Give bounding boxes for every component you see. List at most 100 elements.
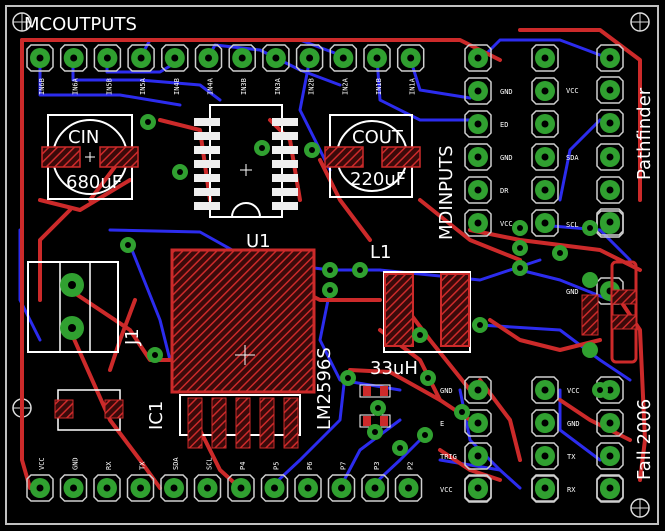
pad[interactable] bbox=[160, 474, 188, 502]
pin-label: VCC bbox=[440, 486, 453, 494]
pin-label: SCL bbox=[566, 221, 579, 229]
pad[interactable] bbox=[596, 474, 624, 502]
pad[interactable] bbox=[329, 44, 358, 72]
pad[interactable] bbox=[464, 143, 492, 171]
mounting-hole-icon bbox=[630, 498, 650, 518]
inductor-l1[interactable]: L1 33uH bbox=[370, 242, 471, 379]
pad[interactable] bbox=[596, 208, 624, 236]
capacitor-cout[interactable]: COUT 220uF bbox=[324, 114, 421, 198]
pad[interactable] bbox=[531, 376, 559, 404]
mounting-hole-icon bbox=[12, 12, 32, 32]
via bbox=[592, 382, 608, 398]
pad[interactable] bbox=[161, 44, 189, 72]
pad[interactable] bbox=[531, 44, 559, 72]
pad[interactable] bbox=[531, 143, 559, 171]
pad[interactable] bbox=[93, 474, 121, 502]
smd-pad bbox=[194, 202, 220, 210]
pad[interactable] bbox=[59, 474, 88, 502]
pad[interactable] bbox=[26, 44, 54, 72]
pad[interactable] bbox=[596, 176, 624, 204]
pad[interactable] bbox=[193, 474, 222, 502]
pad[interactable] bbox=[394, 474, 423, 502]
via bbox=[417, 427, 433, 443]
pad[interactable] bbox=[464, 77, 492, 105]
pad[interactable] bbox=[464, 209, 492, 237]
pad[interactable] bbox=[363, 44, 391, 72]
pathfinder-label: Pathfinder bbox=[634, 87, 655, 180]
pad[interactable] bbox=[59, 44, 88, 72]
pad[interactable] bbox=[531, 176, 559, 204]
pad[interactable] bbox=[464, 376, 492, 404]
pad[interactable] bbox=[26, 474, 54, 502]
pin-label: RX bbox=[105, 461, 113, 470]
pin-label: IN3B bbox=[240, 78, 248, 95]
pad[interactable] bbox=[194, 44, 223, 72]
pad[interactable] bbox=[464, 110, 492, 138]
mcoutputs-label: MCOUTPUTS bbox=[24, 14, 137, 35]
diode-d1[interactable] bbox=[54, 389, 124, 431]
pad[interactable] bbox=[531, 442, 559, 470]
pin-label: IN6B bbox=[38, 78, 46, 95]
smd-pad bbox=[272, 146, 298, 154]
pad[interactable] bbox=[531, 209, 559, 237]
pad[interactable] bbox=[464, 409, 492, 437]
pad[interactable] bbox=[464, 442, 492, 470]
via bbox=[512, 240, 528, 256]
pad[interactable] bbox=[596, 109, 624, 137]
cin-value-label: 680uF bbox=[66, 172, 122, 193]
pad[interactable] bbox=[596, 409, 624, 437]
pad[interactable] bbox=[596, 44, 624, 72]
pad[interactable] bbox=[126, 474, 155, 502]
pin-label: E bbox=[440, 420, 444, 428]
smd-pad bbox=[272, 174, 298, 182]
pin-label: P3 bbox=[373, 462, 381, 470]
pad[interactable] bbox=[227, 474, 255, 502]
cin-label: CIN bbox=[68, 127, 99, 148]
connector-j1[interactable]: J1 bbox=[27, 261, 143, 353]
pad[interactable] bbox=[596, 143, 624, 171]
u1-label: U1 bbox=[246, 231, 271, 252]
l1-label: L1 bbox=[370, 242, 391, 263]
pad[interactable] bbox=[531, 77, 559, 105]
pad[interactable] bbox=[531, 474, 559, 502]
pad[interactable] bbox=[295, 44, 324, 72]
pad[interactable] bbox=[396, 44, 425, 72]
pin-label: GND bbox=[567, 420, 580, 428]
pad[interactable] bbox=[464, 44, 492, 72]
smd-pad bbox=[194, 174, 220, 182]
pad[interactable] bbox=[596, 442, 624, 470]
pad[interactable] bbox=[294, 474, 322, 502]
pin-label: ED bbox=[500, 121, 508, 129]
pad[interactable] bbox=[361, 474, 389, 502]
pad[interactable] bbox=[531, 409, 559, 437]
smd-pad bbox=[194, 160, 220, 168]
via bbox=[370, 400, 386, 416]
cout-value-label: 220uF bbox=[350, 169, 406, 190]
chip-ic1[interactable]: IC1 LM2596S bbox=[146, 248, 335, 449]
pin-label: P4 bbox=[239, 462, 247, 470]
capacitor-cin[interactable]: CIN 680uF bbox=[41, 114, 139, 200]
pad[interactable] bbox=[262, 44, 290, 72]
mdinputs-label: MDINPUTS bbox=[436, 145, 457, 240]
pad[interactable] bbox=[596, 76, 624, 104]
pin-label: P6 bbox=[306, 462, 314, 470]
led-cluster[interactable] bbox=[581, 260, 638, 364]
via bbox=[340, 370, 356, 386]
ic1-part-label: LM2596S bbox=[314, 347, 335, 430]
smd-pad bbox=[194, 146, 220, 154]
pad[interactable] bbox=[228, 44, 256, 72]
pad[interactable] bbox=[327, 474, 356, 502]
pad[interactable] bbox=[127, 44, 155, 72]
pin-label: GND bbox=[500, 154, 513, 162]
mounting-hole-icon bbox=[630, 12, 650, 32]
chip-u1[interactable]: U1 bbox=[194, 104, 298, 252]
pad[interactable] bbox=[464, 176, 492, 204]
via bbox=[454, 404, 470, 420]
pin-label: IN1A bbox=[409, 77, 417, 95]
pad[interactable] bbox=[260, 474, 289, 502]
pad[interactable] bbox=[93, 44, 122, 72]
pad[interactable] bbox=[464, 474, 492, 502]
pad[interactable] bbox=[531, 110, 559, 138]
